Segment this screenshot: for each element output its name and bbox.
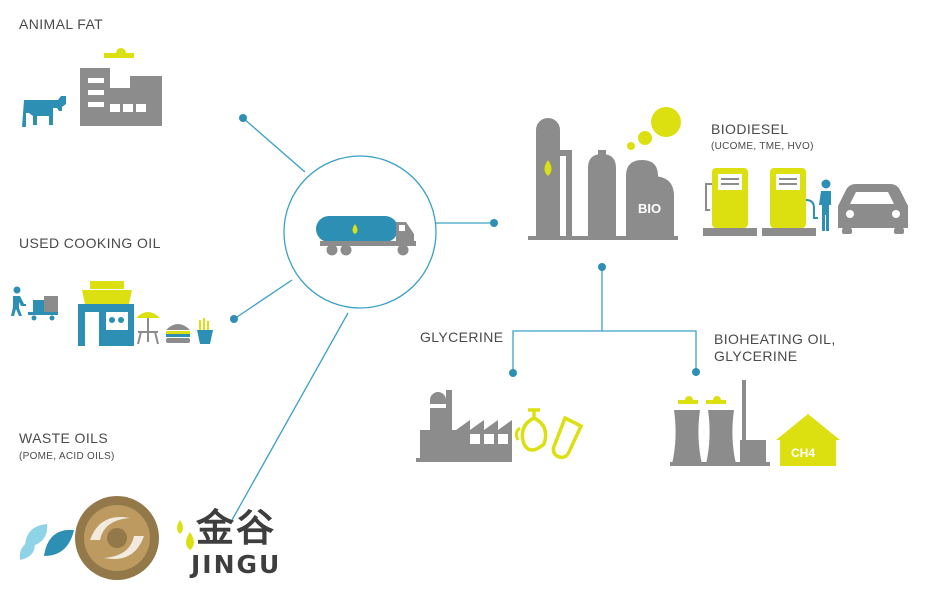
used-cooking-oil-label: USED COOKING OIL (19, 235, 161, 251)
oil-drop-icon (352, 224, 358, 234)
connector-dots (230, 114, 700, 377)
fries-icon (197, 318, 213, 344)
biorefinery-icon (528, 118, 678, 240)
methane-house-icon (776, 414, 840, 466)
leaves-icon (19, 524, 74, 560)
fuel-pump-icon-2 (762, 168, 816, 236)
biodiesel-drop-icon (544, 160, 552, 176)
worker-cart-icon (11, 286, 58, 321)
fuel-pump-icon (703, 168, 757, 236)
connector-cooking-oil (233, 279, 293, 320)
factory-icon (80, 68, 162, 126)
person-refuelling-icon (805, 179, 831, 231)
bubbles-icon (627, 107, 681, 150)
biodiesel-label: BIODIESEL (711, 121, 789, 137)
biodiesel-sublabel: (UCOME, TME, HVO) (711, 141, 814, 152)
connector-bioheating (602, 330, 697, 372)
steam-icon (678, 396, 726, 404)
connector-animal-fat (242, 117, 306, 173)
chemical-plant-icon (416, 390, 512, 462)
jingu-emblem-icon (75, 496, 159, 580)
smoke-icon (104, 48, 134, 58)
connector-glycerine (512, 267, 603, 373)
connector-waste-oils (231, 312, 349, 521)
animal-fat-label: ANIMAL FAT (19, 16, 104, 32)
power-plant-icon (670, 380, 770, 466)
food-stall-icon (78, 281, 134, 346)
burger-icon (166, 324, 190, 343)
logo-drop-icon (177, 520, 183, 534)
waste-oils-sublabel: (POME, ACID OILS) (19, 451, 115, 462)
bioheating-label-line1: BIOHEATING OIL, (714, 331, 836, 347)
test-tube-icon (551, 415, 584, 460)
ch4-tag: CH4 (791, 446, 816, 460)
tanker-truck-icon (316, 216, 416, 256)
car-icon (838, 184, 908, 234)
flask-icon (514, 408, 548, 452)
waste-oils-label: WASTE OILS (19, 430, 109, 446)
logo-word-text: JINGU (191, 550, 282, 579)
connector-lines (231, 117, 697, 521)
bioheating-label-line2: GLYCERINE (714, 348, 798, 364)
glycerine-label: GLYCERINE (420, 329, 504, 345)
parasol-table-icon (136, 312, 160, 345)
bio-tag: BIO (638, 201, 662, 216)
logo-cjk-text: 金谷 (196, 506, 277, 550)
cow-icon (22, 96, 66, 127)
logo-drop-icon-2 (186, 532, 194, 550)
